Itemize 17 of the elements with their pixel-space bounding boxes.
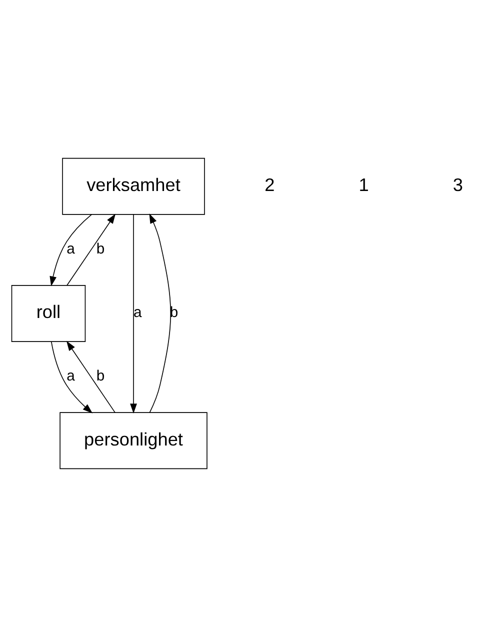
edge-label: b [96,368,105,384]
arrow [130,214,137,414]
node-box: roll [11,284,86,342]
label: 2 [264,174,275,194]
edge-label: b [96,241,105,258]
node-box: personlighet [60,412,208,469]
arrow [50,341,93,413]
arrow [66,340,116,412]
label: 1 [358,174,369,194]
edge-label: a [134,304,142,321]
edge-label: a [66,241,75,258]
node-box: verksamhet [62,157,205,214]
arrow [149,212,172,412]
edge-label: a [66,368,75,384]
arrow [50,214,92,286]
arrow [66,213,116,286]
label: 3 [452,174,463,194]
